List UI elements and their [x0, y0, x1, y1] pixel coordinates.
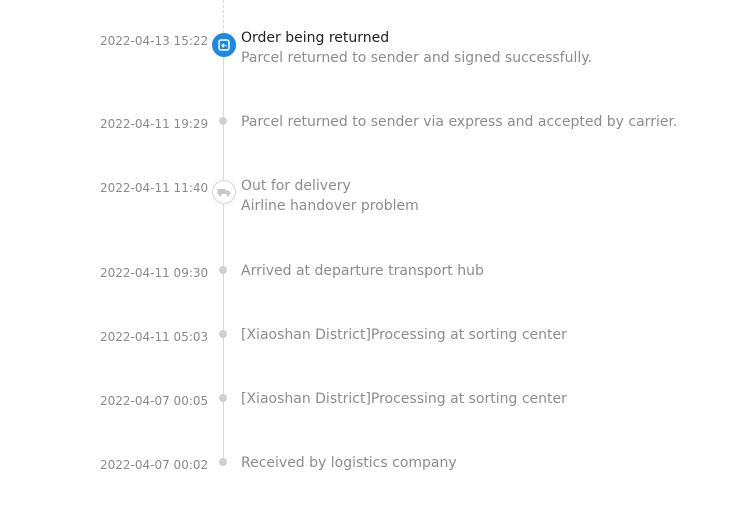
event-time: 2022-04-11 09:30 — [100, 266, 209, 280]
event-detail: [Xiaoshan District]Processing at sorting… — [241, 391, 567, 407]
event-status: Order being returned — [241, 30, 390, 46]
event-detail: [Xiaoshan District]Processing at sorting… — [241, 327, 567, 343]
event-time: 2022-04-13 15:22 — [100, 34, 209, 48]
event-time: 2022-04-11 05:03 — [100, 330, 209, 344]
timeline-dot — [219, 394, 227, 402]
event-time: 2022-04-11 19:29 — [100, 117, 209, 131]
event-detail: Received by logistics company — [241, 455, 457, 471]
truck-icon — [212, 180, 236, 204]
event-status: Out for delivery — [241, 178, 351, 194]
timeline-line — [223, 45, 224, 463]
event-detail: Arrived at departure transport hub — [241, 263, 484, 279]
timeline-connector-dashed — [223, 0, 224, 33]
timeline-dot — [219, 330, 227, 338]
event-detail: Airline handover problem — [241, 198, 419, 214]
timeline-dot — [219, 266, 227, 274]
event-time: 2022-04-07 00:05 — [100, 394, 209, 408]
timeline-dot — [219, 117, 227, 125]
event-detail: Parcel returned to sender and signed suc… — [241, 50, 593, 66]
event-time: 2022-04-11 11:40 — [100, 181, 209, 195]
return-icon — [212, 33, 236, 57]
timeline-dot — [219, 458, 227, 466]
event-detail: Parcel returned to sender via express an… — [241, 114, 678, 130]
event-time: 2022-04-07 00:02 — [100, 458, 209, 472]
